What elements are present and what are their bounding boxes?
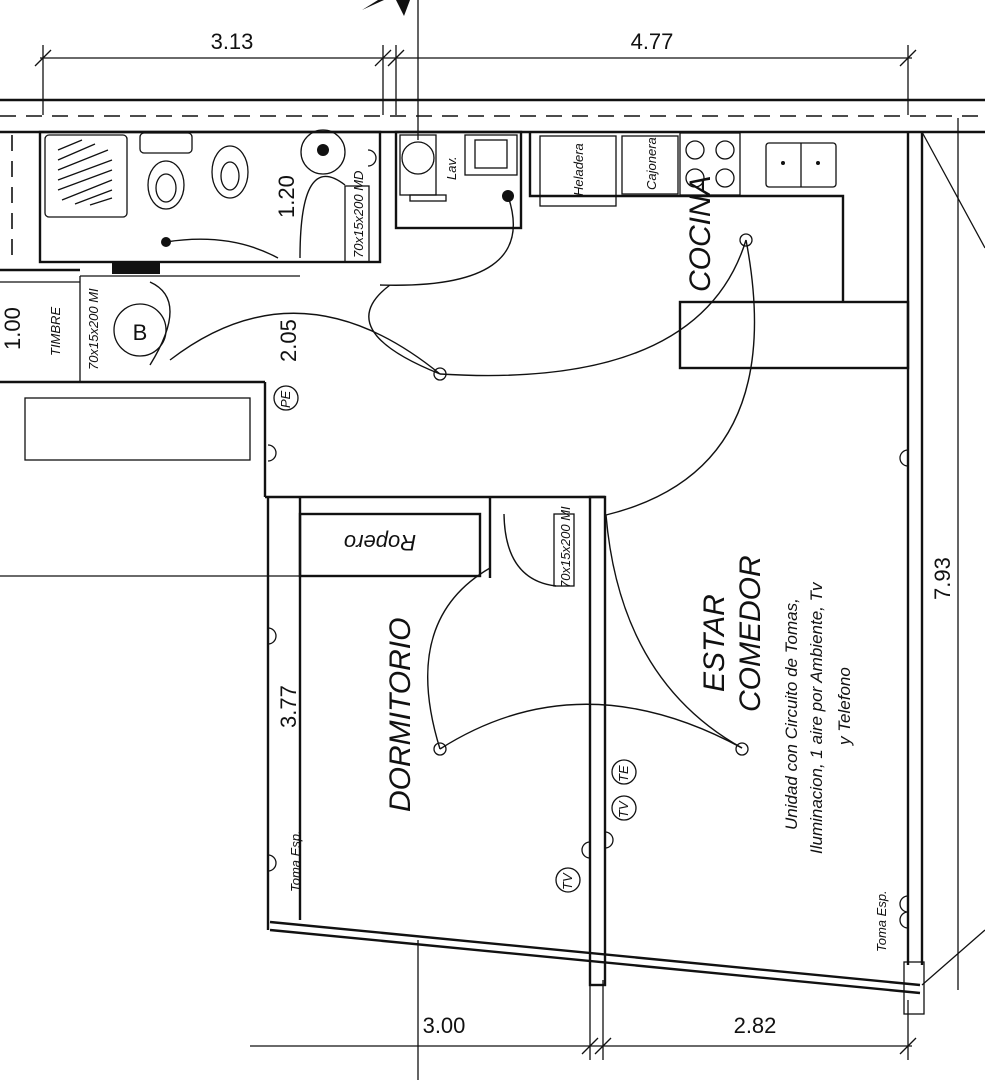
bedroom-door-swing (503, 513, 557, 587)
tv-label-1: TV (560, 872, 575, 890)
dim-hall-small: 1.00 (0, 307, 25, 350)
bedroom-wire-1 (427, 567, 491, 750)
bathroom (38, 129, 382, 277)
bottom-dimension-line (250, 940, 917, 1080)
dim-bath-height: 1.20 (274, 175, 299, 218)
fridge-label: Heladera (571, 143, 586, 196)
bedroom-living-wire (439, 703, 743, 750)
note-line-3: y Telefono (835, 667, 854, 746)
room-label-living-2: COMEDOR (734, 555, 767, 712)
pe-symbol (273, 385, 299, 411)
dim-top-right: 4.77 (631, 29, 674, 54)
wardrobe-label: Ropero (344, 530, 416, 555)
door-label-bedroom: 70x15x200 MI (558, 506, 573, 588)
dim-hall-height: 2.05 (276, 319, 301, 362)
room-label-bedroom: DORMITORIO (384, 618, 417, 812)
outlet-right-label: Toma Esp. (874, 890, 889, 952)
room-label-kitchen: COCINA (684, 175, 717, 292)
right-wall (903, 118, 985, 1015)
bath-door-swing (299, 175, 346, 259)
dim-bottom-right: 2.82 (734, 1013, 777, 1038)
board-b-symbol (113, 303, 167, 357)
north-arrow (362, 0, 410, 16)
bottom-wall (269, 920, 921, 995)
drawers-label: Cajonera (644, 137, 659, 190)
bath-light-wire (165, 238, 279, 259)
hall-area (0, 135, 267, 497)
door-label-bath: 70x15x200 MD (351, 171, 366, 258)
top-wall (0, 98, 985, 134)
dim-total-height: 7.93 (930, 557, 955, 600)
hall-wire (169, 312, 441, 375)
living-light (735, 742, 749, 756)
dim-top-left: 3.13 (211, 29, 254, 54)
kitchen-counter (528, 132, 910, 370)
tv-symbol-2 (611, 795, 637, 821)
partition-wall (588, 495, 607, 987)
top-dimension-line (34, 0, 917, 140)
te-label: TE (616, 765, 631, 782)
kitchen-wire-1 (379, 195, 514, 286)
bath-door (344, 185, 370, 263)
pe-label: PE (278, 390, 293, 408)
laundry (394, 130, 523, 230)
dim-bottom-left: 3.00 (423, 1013, 466, 1038)
bedroom-left-wall (266, 497, 302, 930)
outlet-symbols (267, 149, 909, 929)
living-kitchen-wire (439, 239, 747, 377)
tv-label-2: TV (616, 800, 631, 818)
board-b-label: B (133, 320, 148, 345)
te-symbol (611, 759, 637, 785)
kitchen-sw-wire (368, 284, 441, 375)
living-switch-wire (605, 514, 743, 749)
hall-light (433, 367, 447, 381)
bedroom-door (553, 513, 575, 587)
wardrobe (0, 495, 605, 578)
room-label-living-1: ESTAR (698, 594, 731, 692)
laundry-label: Lav. (444, 156, 459, 180)
kitchen-to-hall-wire (605, 239, 756, 516)
bedroom-light (433, 742, 447, 756)
kitchen-light (739, 233, 753, 247)
dim-bedroom-height: 3.77 (276, 685, 301, 728)
timbre-label: TIMBRE (48, 307, 63, 356)
hall-door-swing (149, 281, 171, 366)
note-line-2: Iluminacion, 1 aire por Ambiente, Tv (807, 581, 826, 854)
outlet-left-label: Toma Esp. (288, 830, 303, 892)
tv-symbol-1 (555, 867, 581, 893)
door-label-hall: 70x15x200 MI (86, 288, 101, 370)
note-line-1: Unidad con Circuito de Tomas, (782, 598, 801, 830)
